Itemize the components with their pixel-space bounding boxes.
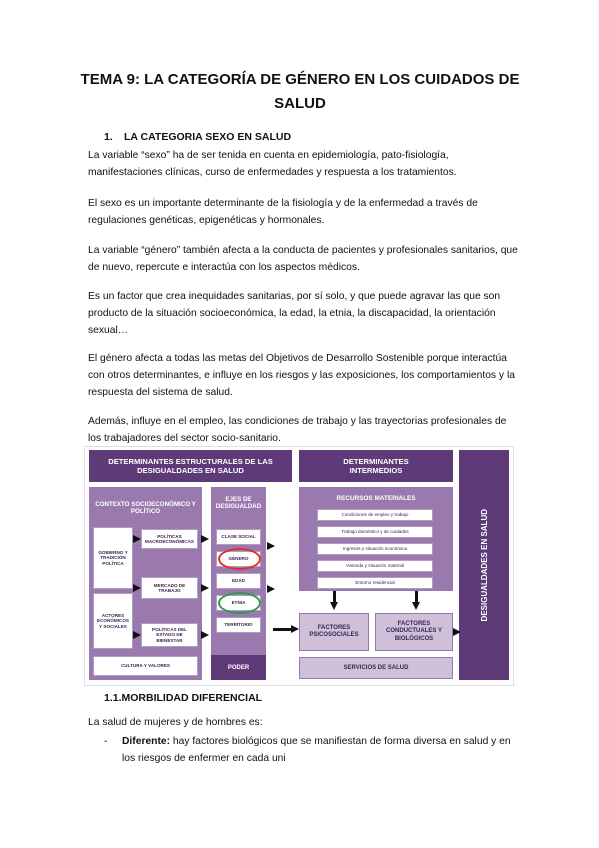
context-labour-market: MERCADO DE TRABAJO xyxy=(141,577,198,599)
arrow-icon xyxy=(133,584,141,592)
paragraph-3: La variable “género” también afecta a la… xyxy=(88,245,518,274)
arrow-icon xyxy=(201,535,209,543)
resource-housing: Vivienda y situación material xyxy=(317,560,433,572)
axis-territory: TERRITORIO xyxy=(216,617,261,633)
arrow-icon xyxy=(133,535,141,543)
section-heading-1-1: 1.1.MORBILIDAD DIFERENCIAL xyxy=(104,692,262,704)
arrow-icon xyxy=(201,584,209,592)
arrow-shaft xyxy=(415,591,418,603)
resources-title: RECURSOS MATERIALES xyxy=(336,494,416,502)
section-heading-1: 1. LA CATEGORIA SEXO EN SALUD xyxy=(104,131,291,143)
arrow-icon xyxy=(330,602,338,610)
arrow-icon xyxy=(133,631,141,639)
arrow-icon xyxy=(291,625,299,633)
health-services: SERVICIOS DE SALUD xyxy=(299,657,453,679)
resource-environment: Entorno residencial xyxy=(317,577,433,589)
ethnicity-highlight-circle xyxy=(218,592,261,614)
context-welfare-policies: POLÍTICAS DEL ESTADO DE BIENESTAR xyxy=(141,623,198,647)
paragraph-4: Es un factor que crea inequidades sanita… xyxy=(88,291,501,337)
axis-social-class: CLASE SOCIAL xyxy=(216,529,261,545)
morbidity-intro: La salud de mujeres y de hombres es: xyxy=(88,717,263,728)
resource-income: Ingresos y situación económica xyxy=(317,543,433,555)
context-title: CONTEXTO SOCIOECONÓMICO Y POLÍTICO xyxy=(95,500,196,515)
resource-domestic-work: Trabajo doméstico y de cuidados xyxy=(317,526,433,538)
page-title: TEMA 9: LA CATEGORÍA DE GÉNERO EN LOS CU… xyxy=(80,71,520,112)
bullet-label: Diferente: xyxy=(122,736,171,747)
section-number: 1.1. xyxy=(104,692,122,704)
factors-behavioural: FACTORES CONDUCTUALES Y BIOLÓGICOS xyxy=(375,613,453,651)
arrow-icon xyxy=(453,628,461,636)
section-number: 1. xyxy=(104,131,113,143)
power-box: PODER xyxy=(211,655,266,680)
bullet-text: hay factores biológicos que se manifiest… xyxy=(122,736,511,765)
bullet-dash: - xyxy=(104,736,108,747)
intermediate-header: DETERMINANTES INTERMEDIOS xyxy=(299,450,453,482)
paragraph-1: La variable “sexo” ha de ser tenida en c… xyxy=(88,150,457,179)
structural-header: DETERMINANTES ESTRUCTURALES DE LAS DESIG… xyxy=(89,450,292,482)
paragraph-2: El sexo es un importante determinante de… xyxy=(88,198,478,227)
gender-highlight-circle xyxy=(218,548,261,570)
culture-values: CULTURA Y VALORES xyxy=(93,656,198,676)
outcome-box: DESIGUALDADES EN SALUD xyxy=(459,450,509,680)
outcome-label: DESIGUALDADES EN SALUD xyxy=(479,508,489,622)
arrow-shaft xyxy=(273,628,291,631)
arrow-icon xyxy=(267,542,275,550)
paragraph-6: Además, influye en el empleo, las condic… xyxy=(88,416,507,445)
arrow-shaft xyxy=(333,591,336,603)
resources-block xyxy=(299,487,453,591)
context-macroeconomic: POLÍTICAS MACROECONÓMICAS xyxy=(141,529,198,549)
axes-title: EJES DE DESIGUALDAD xyxy=(215,495,262,510)
paragraph-5: El género afecta a todas las metas del O… xyxy=(88,353,515,399)
arrow-icon xyxy=(201,631,209,639)
section-title: LA CATEGORIA SEXO EN SALUD xyxy=(124,131,292,143)
section-title: MORBILIDAD DIFERENCIAL xyxy=(121,692,263,704)
context-actors: ACTORES ECONÓMICOS Y SOCIALES xyxy=(93,593,133,649)
determinants-diagram: DETERMINANTES ESTRUCTURALES DE LAS DESIG… xyxy=(84,446,514,686)
resource-employment: Condiciones de empleo y trabajo xyxy=(317,509,433,521)
factors-psychosocial: FACTORES PSICOSOCIALES xyxy=(299,613,369,651)
axis-age: EDAD xyxy=(216,573,261,589)
arrow-icon xyxy=(267,585,275,593)
list-item: - Diferente: hay factores biológicos que… xyxy=(104,733,514,767)
arrow-icon xyxy=(412,602,420,610)
context-government: GOBIERNO Y TRADICIÓN POLÍTICA xyxy=(93,527,133,589)
